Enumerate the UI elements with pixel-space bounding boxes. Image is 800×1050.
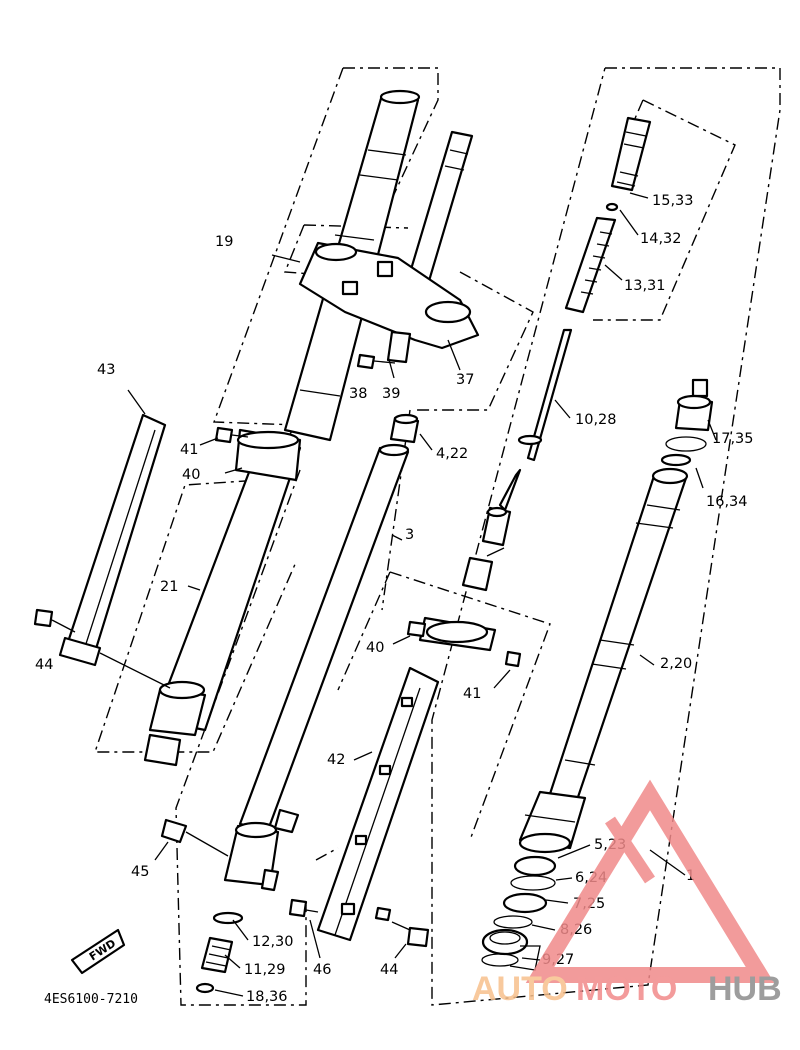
label-21: 21: [160, 579, 178, 595]
label-40a: 40: [182, 467, 200, 483]
label-12-30: 12,30: [252, 934, 294, 950]
bolt-41b: [504, 650, 522, 668]
fwd-arrow: FWD: [70, 928, 126, 975]
clip-45: [160, 818, 229, 857]
watermark-triangle: [525, 779, 775, 983]
upper-spring: [605, 116, 652, 212]
label-18-36: 18,36: [246, 989, 288, 1005]
label-38: 38: [349, 386, 367, 402]
collar: [389, 413, 420, 444]
label-3: 3: [405, 527, 414, 543]
label-17-35: 17,35: [712, 431, 754, 447]
label-41b: 41: [463, 686, 481, 702]
seal-set: [481, 855, 557, 971]
upper-bracket: [298, 241, 480, 364]
lower-clamp: [406, 616, 497, 652]
outer-tube-left: [143, 428, 302, 767]
label-37: 37: [456, 372, 474, 388]
label-4-22: 4,22: [436, 446, 468, 462]
label-45: 45: [131, 864, 149, 880]
fork-spring: [564, 216, 617, 314]
bolt-44b: [391, 921, 430, 948]
bolt-41a: [214, 426, 249, 444]
label-41a: 41: [180, 442, 198, 458]
label-19: 19: [215, 234, 233, 250]
label-13-31: 13,31: [624, 278, 666, 294]
label-2-20: 2,20: [660, 656, 692, 672]
fork-guard-43: [58, 413, 167, 667]
part-labels: 15,33 14,32 13,31 19 38 39 37 10,28 43 4…: [35, 193, 754, 1007]
label-40b: 40: [366, 640, 384, 656]
axle-holder: [223, 808, 300, 892]
bolt-46: [288, 898, 319, 918]
label-46: 46: [313, 962, 331, 978]
watermark-logo: AUTO MOTO HUB: [472, 779, 782, 1008]
label-43: 43: [97, 362, 115, 378]
cap-bolt: [660, 378, 714, 467]
drain-bolt: [195, 911, 244, 994]
watermark-hub: HUB: [708, 970, 782, 1008]
outer-tube: [518, 467, 689, 854]
label-11-29: 11,29: [244, 962, 286, 978]
damper-rod: [461, 328, 573, 592]
fork-guard-42: [316, 666, 440, 942]
label-14-32: 14,32: [640, 231, 682, 247]
bolt-44a: [33, 608, 76, 633]
drawing-code: 4ES6100-7210: [44, 992, 138, 1007]
bolt-38: [356, 353, 396, 370]
label-42: 42: [327, 752, 345, 768]
label-15-33: 15,33: [652, 193, 694, 209]
label-10-28: 10,28: [575, 412, 617, 428]
label-44a: 44: [35, 657, 53, 673]
leader-lines: [127, 192, 717, 997]
label-39: 39: [382, 386, 400, 402]
boundary-lines: [94, 67, 781, 1006]
label-44b: 44: [380, 962, 398, 978]
watermark-auto: AUTO: [472, 970, 568, 1008]
watermark-moto: MOTO: [576, 970, 677, 1008]
label-16-34: 16,34: [706, 494, 748, 510]
